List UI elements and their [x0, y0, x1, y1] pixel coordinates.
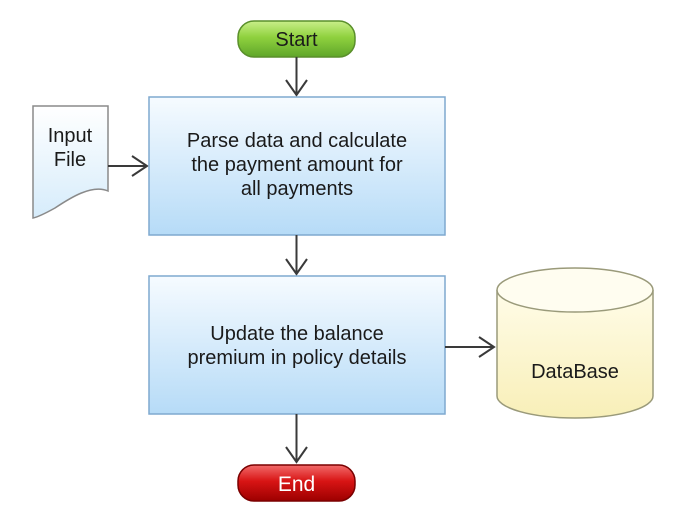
arrow-input-to-process [108, 155, 149, 177]
arrow-start-to-process [285, 57, 308, 97]
database-label: DataBase [531, 361, 619, 383]
start-label: Start [275, 29, 318, 51]
process1-line3: all payments [241, 178, 353, 200]
arrow-update-to-end [285, 414, 308, 464]
arrow-process-to-update [285, 235, 308, 276]
parse-data-process: Parse data and calculate the payment amo… [148, 96, 446, 236]
process1-line2: the payment amount for [191, 154, 403, 176]
process2-line1: Update the balance [210, 323, 383, 345]
input-file-node: Input File [32, 105, 109, 219]
arrow-update-to-database [445, 336, 496, 358]
process2-line2: premium in policy details [188, 347, 407, 369]
database-node: DataBase [496, 267, 654, 419]
input-file-label-line2: File [54, 149, 86, 171]
process1-line1: Parse data and calculate [187, 130, 407, 152]
start-node: Start [237, 20, 356, 58]
end-label: End [278, 473, 315, 496]
end-node: End [237, 464, 356, 502]
input-file-label-line1: Input [48, 125, 93, 147]
update-balance-process: Update the balance premium in policy det… [148, 275, 446, 415]
